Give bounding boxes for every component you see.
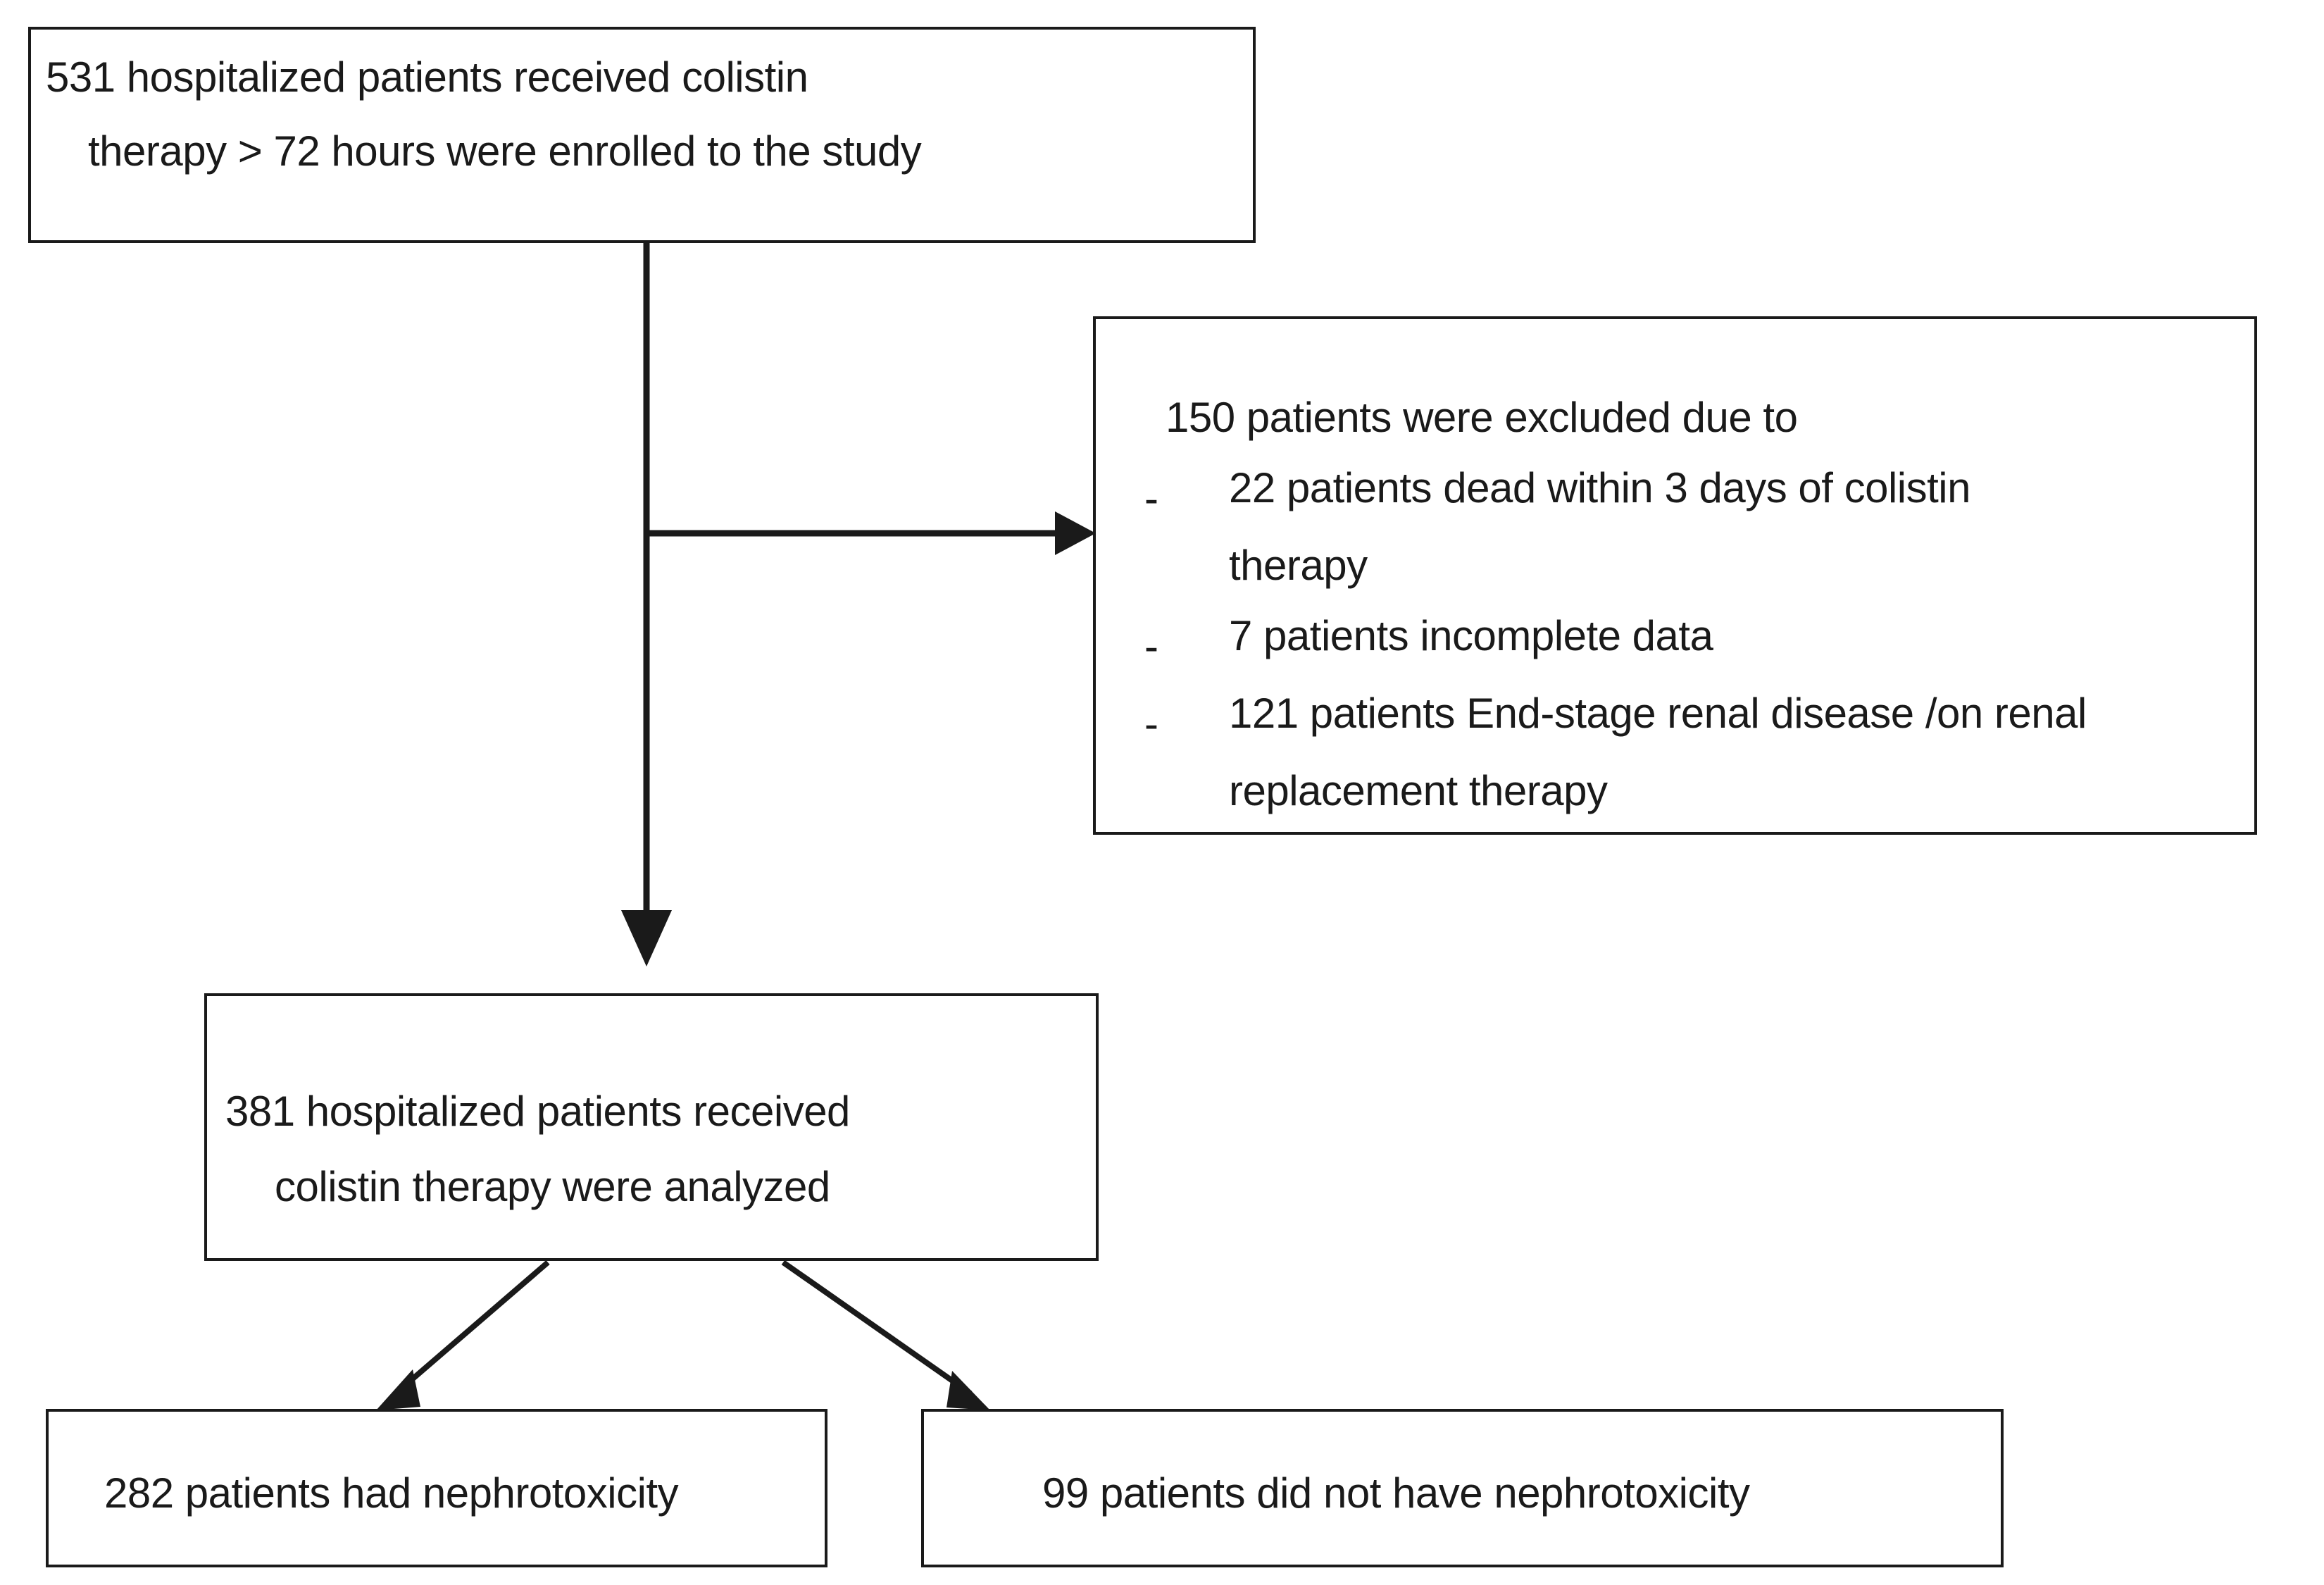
node-analyzed-box: [204, 993, 1099, 1261]
excluded-bullet-marker-3: -: [1144, 700, 1158, 747]
node-enrolled-line1-text: 531 hospitalized patients received: [46, 54, 670, 101]
connector-analyzed-to-nephrotoxicity-line: [394, 1260, 550, 1396]
arrowhead-to-no-nephrotoxicity: [947, 1371, 990, 1410]
connector-analyzed-to-no-nephrotoxicity-line: [781, 1260, 973, 1396]
node-enrolled-line1-tail: colistin: [670, 54, 808, 101]
node-analyzed-line1: 381 hospitalized patients received: [225, 1088, 850, 1135]
node-enrolled-box: [28, 27, 1256, 243]
node-nephrotoxicity-label: 282 patients had nephrotoxicity: [104, 1469, 679, 1517]
node-analyzed-line2: colistin therapy were analyzed: [275, 1163, 830, 1210]
arrowhead-down-to-analyzed: [621, 910, 672, 966]
excluded-item-1-line2: therapy: [1229, 542, 1368, 589]
excluded-item-2-line1: 7 patients incomplete data: [1229, 612, 1713, 659]
excluded-bullet-marker-2: -: [1144, 623, 1158, 670]
node-excluded-heading: 150 patients were excluded due to: [1166, 394, 1798, 441]
node-enrolled-line1: 531 hospitalized patients received colis…: [46, 56, 808, 99]
node-no-nephrotoxicity-box: [921, 1409, 2004, 1567]
node-no-nephrotoxicity-label: 99 patients did not have nephrotoxicity: [1042, 1469, 1750, 1517]
arrowhead-right-to-excluded: [1055, 511, 1096, 555]
arrowhead-to-nephrotoxicity: [376, 1369, 420, 1410]
excluded-item-3-line2: replacement therapy: [1229, 767, 1608, 814]
excluded-item-3-line1: 121 patients End-stage renal disease /on…: [1229, 690, 2087, 737]
excluded-bullet-marker-1: -: [1144, 475, 1158, 522]
node-excluded-box: [1093, 316, 2257, 835]
node-nephrotoxicity-box: [46, 1409, 827, 1567]
node-enrolled-line2: therapy > 72 hours were enrolled to the …: [88, 128, 922, 175]
excluded-item-1-line1: 22 patients dead within 3 days of colist…: [1229, 464, 1971, 511]
